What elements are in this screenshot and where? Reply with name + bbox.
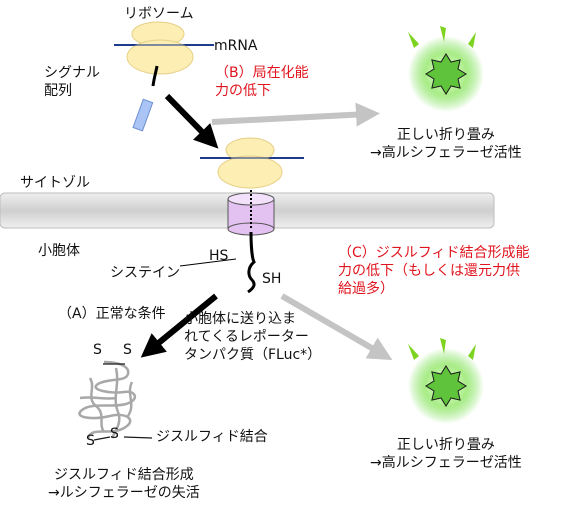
sh-label: SH <box>262 271 282 287</box>
arrow-to-er <box>164 93 219 149</box>
signal-sequence-shape <box>132 98 154 132</box>
ray-bottom-1 <box>408 344 419 360</box>
ribosome-label: リボソーム <box>124 6 194 22</box>
ray-top-3 <box>468 32 476 48</box>
arrow-b <box>211 102 380 127</box>
condition-b-label: （B）局在化能 力の低下 <box>215 65 309 99</box>
cysteine-label: システイン <box>110 265 180 281</box>
arrow-a <box>140 293 218 358</box>
sulfur-bottom-right: S <box>110 426 119 442</box>
signal-sequence-label: シグナル 配列 <box>44 65 100 99</box>
disulfide-bond-label: ジスルフィド結合 <box>156 429 268 445</box>
sulfur-top-left: S <box>93 342 102 358</box>
cytosol-label: サイトゾル <box>20 175 90 191</box>
ray-top-1 <box>408 32 419 48</box>
cysteine-pointer <box>179 258 237 267</box>
outcome-a-label: ジスルフィド結合形成 →ルシフェラーゼの失活 <box>48 467 200 501</box>
nascent-chain <box>151 65 159 87</box>
reporter-label: 小胞体に送り込ま れてくるレポーター タンパク質（FLuc*） <box>184 311 322 363</box>
ray-top-2 <box>440 26 446 42</box>
misfolded-protein-icon <box>78 360 153 441</box>
er-ribosome-icon <box>200 137 304 189</box>
luciferase-star-bottom <box>425 365 467 407</box>
hs-label: HS <box>209 248 229 264</box>
mrna-label: mRNA <box>214 38 258 54</box>
active-luciferase-icon <box>408 26 484 112</box>
condition-c-label: （C）ジスルフィド結合形成能 力の低下（もしくは還元力供 給過多） <box>338 245 530 297</box>
sulfur-bottom-left: S <box>86 433 95 449</box>
ray-bottom-2 <box>440 338 446 354</box>
normal-condition-label: （A）正常な条件 <box>58 306 166 322</box>
sulfur-top-right: S <box>123 342 132 358</box>
er-label: 小胞体 <box>38 243 80 259</box>
ray-bottom-3 <box>468 344 476 360</box>
ribosome-icon <box>114 21 214 75</box>
translocon-channel-icon <box>227 190 275 236</box>
arrow-c <box>280 293 393 361</box>
active-luciferase-icon-2 <box>408 338 484 424</box>
polypeptide-chain <box>247 231 256 294</box>
luciferase-star-top <box>425 53 467 95</box>
outcome-b-label: 正しい折り畳み →高ルシフェラーゼ活性 <box>370 127 522 161</box>
outcome-c-label: 正しい折り畳み →高ルシフェラーゼ活性 <box>370 437 522 471</box>
